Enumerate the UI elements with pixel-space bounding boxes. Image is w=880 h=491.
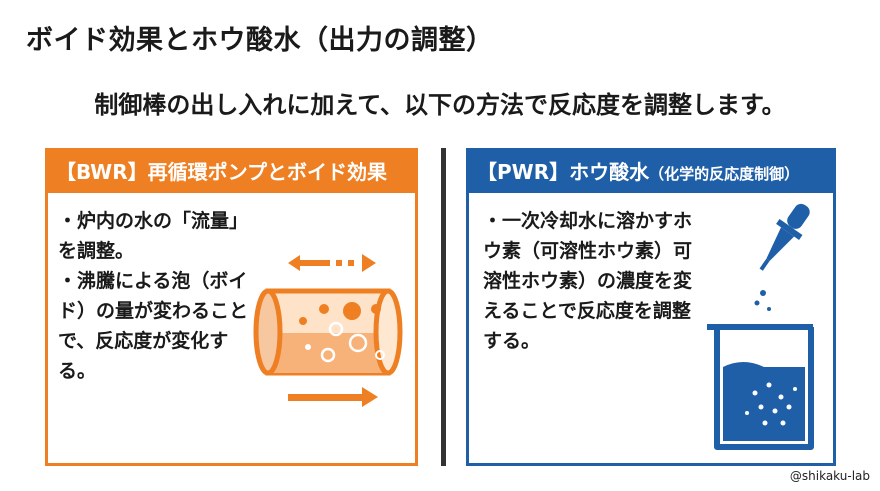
pwr-tag: 【PWR】 xyxy=(477,160,570,184)
bwr-tag: 【BWR】 xyxy=(56,160,148,184)
beaker-icon xyxy=(707,324,814,450)
pipe-with-bubbles-icon xyxy=(253,288,403,376)
credit-text: @shikaku-lab xyxy=(789,469,870,483)
pwr-bullet-1: ・一次冷却水に溶かすホウ素（可溶性ホウ素）可溶性ホウ素）の濃度を変えることで反応… xyxy=(483,210,693,352)
panel-divider xyxy=(441,148,446,466)
bwr-panel-header: 【BWR】再循環ポンプとボイド効果 xyxy=(48,151,415,193)
pwr-title: ホウ酸水 xyxy=(569,160,650,184)
pwr-panel-header: 【PWR】ホウ酸水（化学的反応度制御） xyxy=(469,151,833,193)
boric-acid-illustration xyxy=(699,197,829,461)
pwr-panel: 【PWR】ホウ酸水（化学的反応度制御） ・一次冷却水に溶かすホウ素（可溶性ホウ素… xyxy=(466,148,836,466)
pwr-description: ・一次冷却水に溶かすホウ素（可溶性ホウ素）可溶性ホウ素）の濃度を変えることで反応… xyxy=(483,206,703,356)
pwr-note: （化学的反応度制御） xyxy=(649,165,800,183)
bwr-bullet-2: ・沸騰による泡（ボイド）の量が変わることで、反応度が変化する。 xyxy=(58,270,249,382)
bwr-title: 再循環ポンプとボイド効果 xyxy=(147,160,388,184)
dropper-icon xyxy=(754,203,810,311)
page-subtitle: 制御棒の出し入れに加えて、以下の方法で反応度を調整します。 xyxy=(94,91,786,119)
flow-arrows-icon xyxy=(288,254,378,407)
pipe-illustration xyxy=(248,251,408,415)
bwr-description: ・炉内の水の「流量」を調整。 ・沸騰による泡（ボイド）の量が変わることで、反応度… xyxy=(58,206,258,386)
page-title: ボイド効果とホウ酸水（出力の調整） xyxy=(26,25,494,56)
bwr-bullet-1: ・炉内の水の「流量」を調整。 xyxy=(58,210,249,262)
bwr-panel: 【BWR】再循環ポンプとボイド効果 ・炉内の水の「流量」を調整。 ・沸騰による泡… xyxy=(45,148,418,466)
